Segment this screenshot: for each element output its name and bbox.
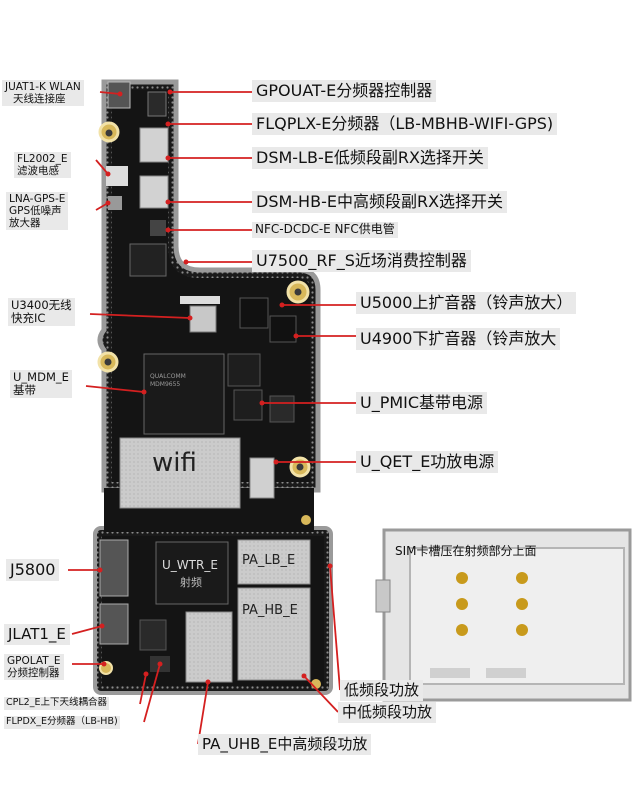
component bbox=[150, 220, 166, 236]
label-gpolat: GPOLAT_E 分频控制器 bbox=[4, 654, 64, 681]
label-u4900: U4900下扩音器（铃声放大 bbox=[356, 328, 561, 351]
component bbox=[269, 315, 297, 343]
svg-text:QUALCOMM: QUALCOMM bbox=[150, 373, 186, 380]
sim-pin bbox=[456, 598, 468, 610]
wifi-chip-label: wifi bbox=[152, 448, 197, 478]
label-sim-note: SIM卡槽压在射频部分上面 bbox=[395, 544, 537, 558]
sim-pin bbox=[456, 572, 468, 584]
component bbox=[227, 353, 261, 387]
label-dsm-lb: DSM-LB-E低频段副RX选择开关 bbox=[252, 147, 488, 170]
label-gpolat-line2: 分频控制器 bbox=[7, 667, 60, 680]
svg-text:MDM9655: MDM9655 bbox=[150, 381, 180, 388]
label-jlat1: JLAT1_E bbox=[4, 624, 70, 646]
label-dsm-hb: DSM-HB-E中高频段副RX选择开关 bbox=[252, 191, 508, 214]
component bbox=[139, 127, 169, 163]
component bbox=[269, 395, 295, 423]
label-mid-low-band-pa: 中低频段功放 bbox=[338, 702, 437, 724]
qet-chip bbox=[249, 457, 275, 499]
label-u3400-line1: U3400无线 bbox=[11, 298, 72, 312]
label-low-band-pa: 低频段功放 bbox=[340, 680, 424, 702]
label-fl2002-line2: 滤波电感 bbox=[17, 165, 59, 178]
wifi-shield bbox=[119, 437, 241, 509]
label-pa-uhb: PA_UHB_E中高频段功放 bbox=[198, 734, 372, 756]
label-gpouat: GPOUAT-E分频器控制器 bbox=[252, 80, 437, 103]
component bbox=[106, 166, 128, 186]
mount-hole bbox=[105, 129, 113, 137]
label-u5000: U5000上扩音器（铃声放大） bbox=[356, 292, 577, 315]
label-juat1-line2: 天线连接座 bbox=[13, 93, 66, 106]
label-nfc-dcdc: NFC-DCDC-E NFC供电管 bbox=[252, 222, 398, 238]
label-juat1: JUAT1-K WLAN 天线连接座 bbox=[2, 80, 84, 107]
component bbox=[147, 91, 167, 117]
label-gpolat-line1: GPOLAT_E bbox=[7, 655, 61, 667]
pmic-chip bbox=[233, 389, 263, 421]
component bbox=[108, 196, 122, 210]
label-u-pmic: U_PMIC基带电源 bbox=[356, 392, 488, 415]
component bbox=[139, 175, 169, 209]
label-flpdx: FLPDX_E分频器（LB-HB) bbox=[4, 716, 120, 729]
sim-tab bbox=[430, 668, 470, 678]
label-j5800: J5800 bbox=[6, 559, 60, 582]
sim-tray-notch bbox=[375, 579, 391, 613]
wtr-chip bbox=[155, 541, 229, 605]
label-u3400: U3400无线 快充IC bbox=[8, 298, 75, 327]
label-u7500: U7500_RF_S近场消费控制器 bbox=[252, 250, 471, 273]
mount-hole bbox=[294, 288, 302, 296]
sim-pin bbox=[516, 598, 528, 610]
label-fl2002: FL2002_E 滤波电感 bbox=[14, 152, 71, 179]
pa-uhb-shield bbox=[185, 611, 233, 683]
pa-lb-shield bbox=[237, 539, 311, 585]
label-u-mdm: U_MDM_E 基带 bbox=[10, 370, 72, 399]
label-lna-gps-line1: LNA-GPS-E bbox=[9, 193, 66, 205]
sim-pin bbox=[516, 572, 528, 584]
component bbox=[180, 296, 220, 304]
label-lna-gps-line3: 放大器 bbox=[9, 217, 41, 230]
apple-logo bbox=[301, 515, 311, 525]
label-fl2002-line1: FL2002_E bbox=[17, 153, 68, 165]
sim-pin bbox=[516, 624, 528, 636]
label-lna-gps-line2: GPS低噪声 bbox=[9, 205, 62, 218]
label-u3400-line2: 快充IC bbox=[11, 311, 46, 326]
component bbox=[239, 297, 269, 329]
component bbox=[129, 243, 167, 277]
pa-hb-shield bbox=[237, 587, 311, 681]
j5800-connector bbox=[99, 539, 129, 597]
pa-lb-chip-label: PA_LB_E bbox=[242, 553, 296, 568]
label-lna-gps: LNA-GPS-E GPS低噪声 放大器 bbox=[6, 192, 69, 231]
label-u-qet: U_QET_E功放电源 bbox=[356, 451, 499, 474]
jlat1-connector bbox=[99, 603, 129, 645]
sim-tray bbox=[409, 547, 625, 685]
mount-hole bbox=[104, 358, 112, 366]
label-juat1-line1: JUAT1-K WLAN bbox=[5, 81, 81, 93]
label-u-mdm-line2: 基带 bbox=[13, 383, 36, 398]
pa-hb-chip-label: PA_HB_E bbox=[242, 603, 298, 618]
u-wtr-chip-label: U_WTR_E bbox=[162, 558, 218, 572]
sim-tab bbox=[486, 668, 526, 678]
baseband-chip bbox=[143, 353, 225, 435]
u3400-chip bbox=[189, 305, 217, 333]
sim-pin bbox=[456, 624, 468, 636]
component bbox=[139, 619, 167, 651]
label-u-mdm-line1: U_MDM_E bbox=[13, 370, 69, 384]
label-flqplx: FLQPLX-E分频器（LB-MBHB-WIFI-GPS) bbox=[252, 113, 558, 136]
mount-hole bbox=[296, 463, 304, 471]
label-cpl2: CPL2_E上下天线耦合器 bbox=[4, 697, 109, 710]
u-wtr-chip-sublabel: 射频 bbox=[180, 576, 202, 589]
